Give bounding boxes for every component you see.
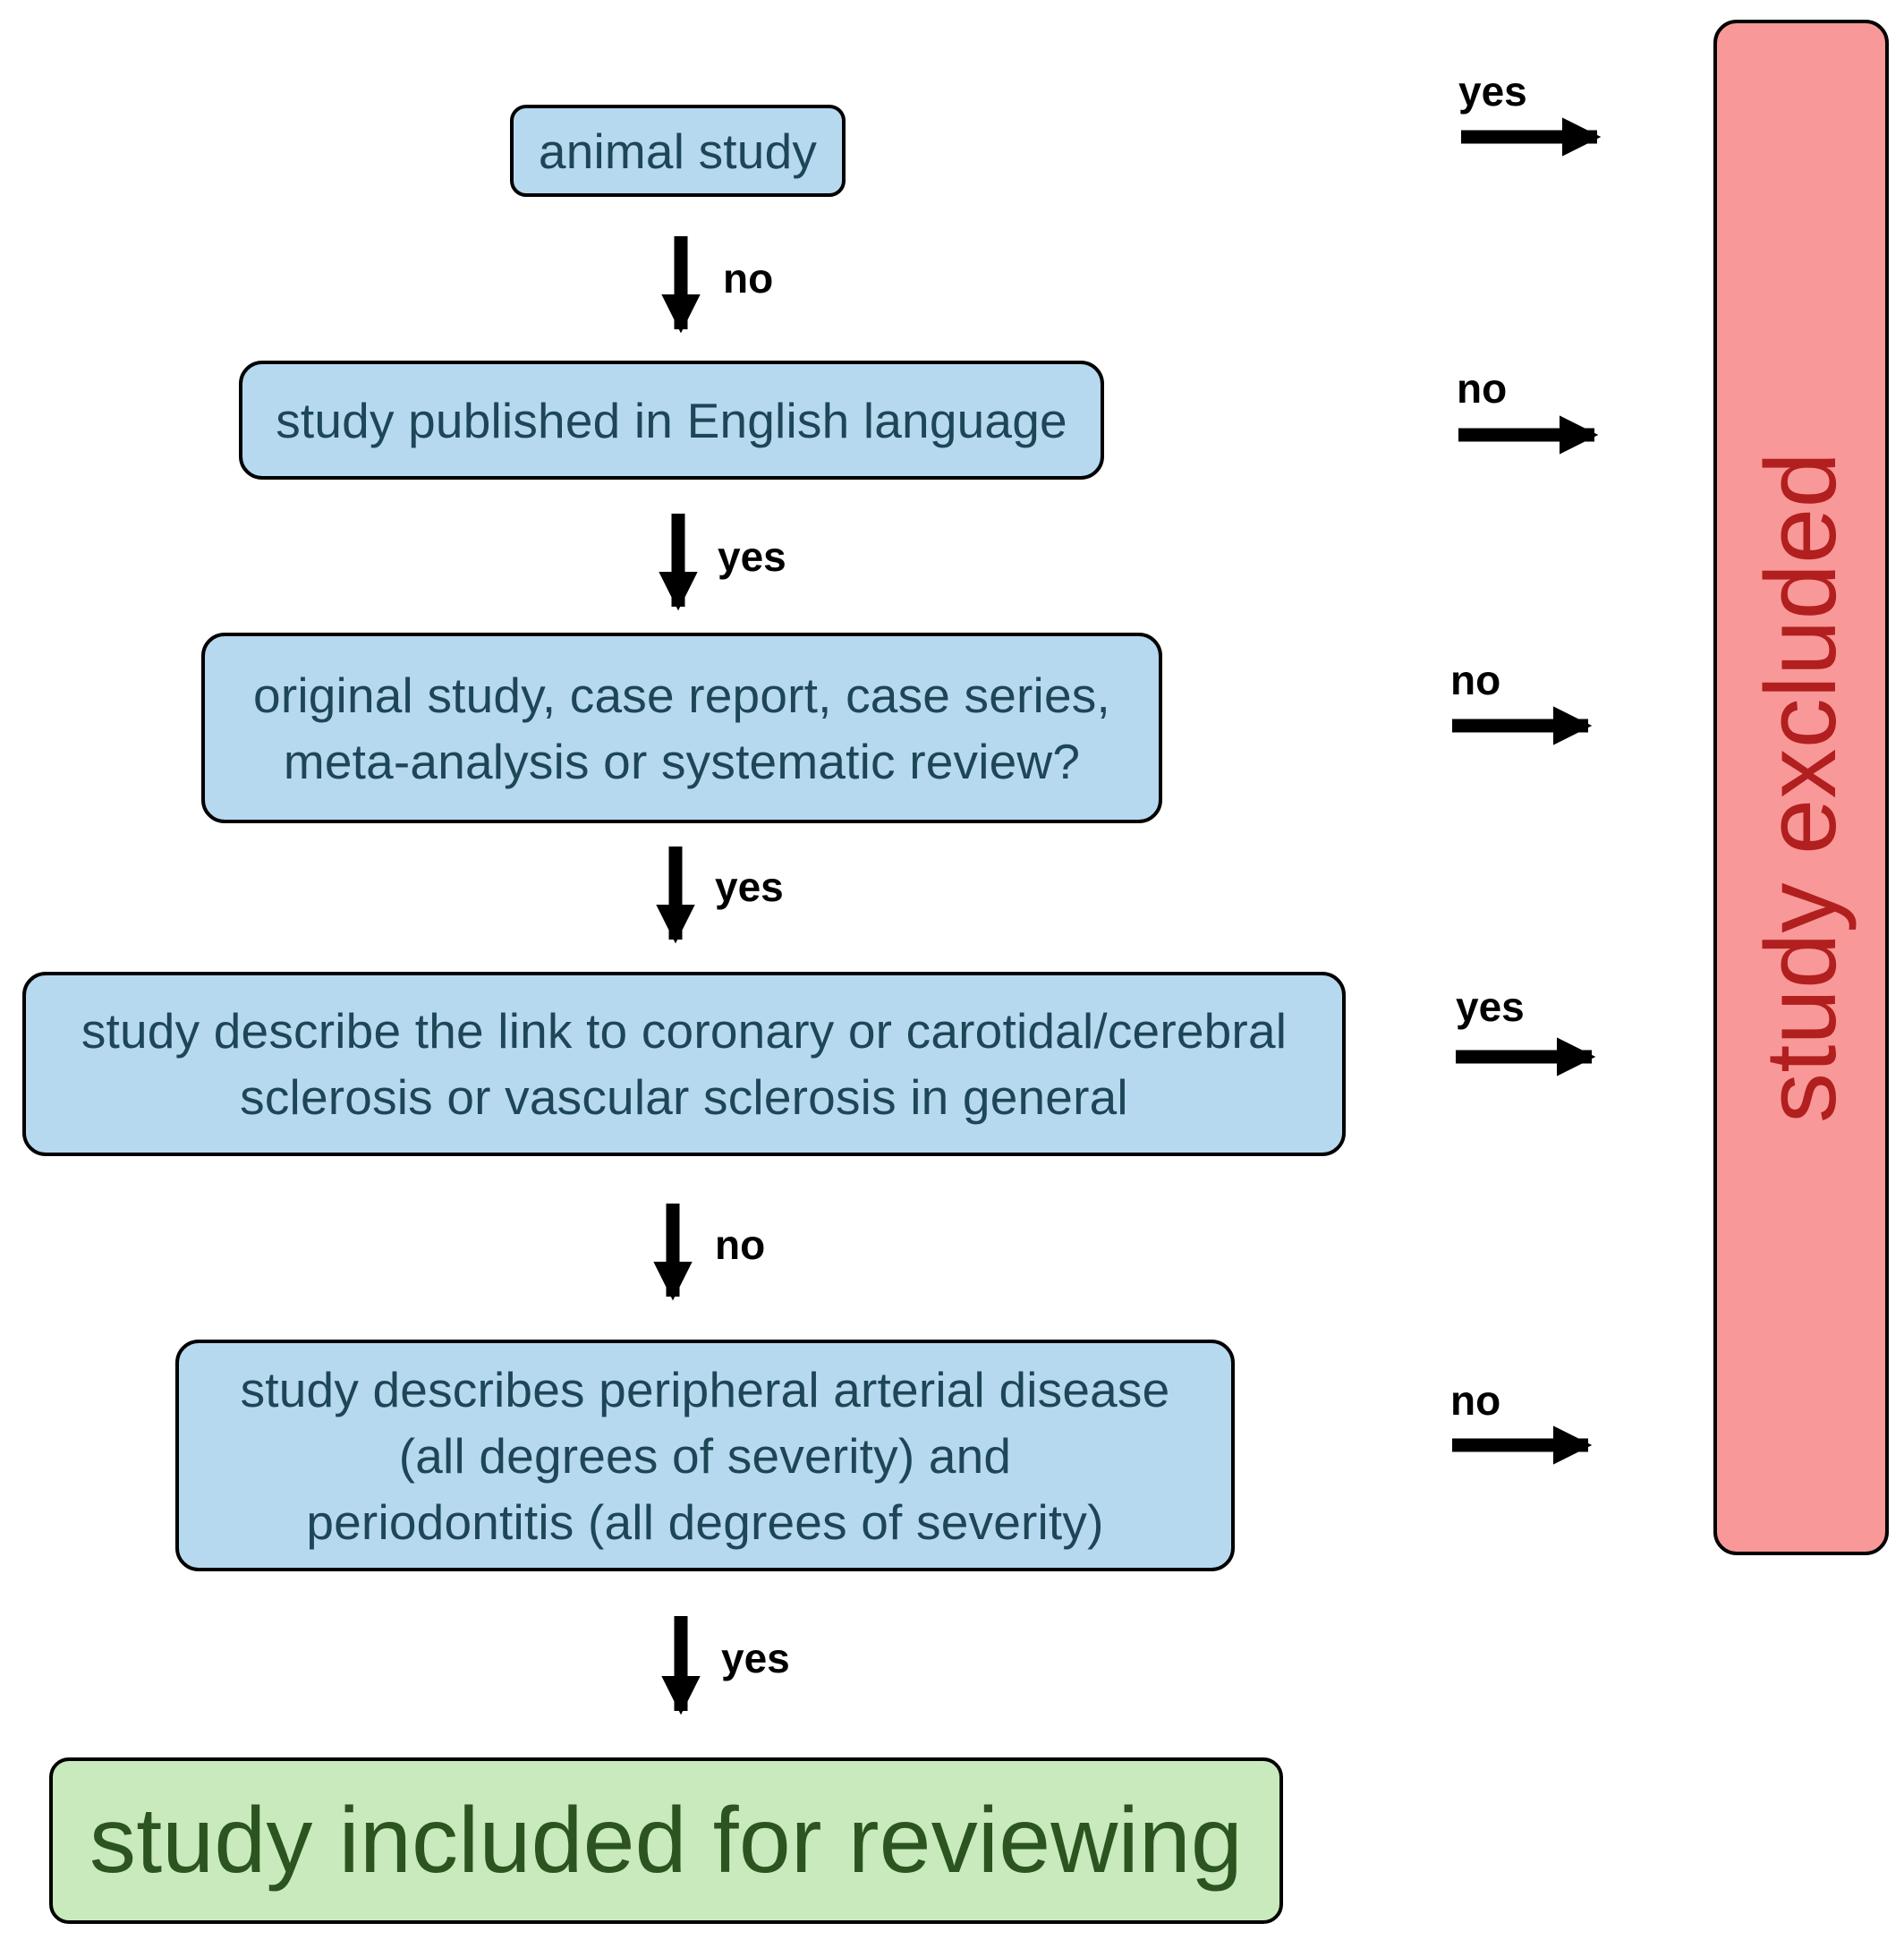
down-label-1: no	[723, 255, 774, 302]
down-label-4: no	[715, 1221, 766, 1268]
down-label-5: yes	[721, 1635, 790, 1681]
pad-periodontitis-line-2: (all degrees of severity) and	[398, 1427, 1012, 1484]
study-type-line-2: meta-analysis or systematic review?	[283, 733, 1081, 789]
down-label-3: yes	[715, 864, 784, 910]
pad-periodontitis-box: study describes peripheral arterial dise…	[175, 1340, 1235, 1571]
study-excluded-box: study excluded	[1713, 20, 1889, 1555]
english-language-box: study published in English language	[239, 361, 1104, 480]
study-included-text: study included for reviewing	[89, 1789, 1243, 1893]
right-label-4: yes	[1456, 983, 1525, 1030]
study-excluded-text: study excluded	[1745, 452, 1857, 1123]
pad-periodontitis-line-3: periodontitis (all degrees of severity)	[306, 1493, 1104, 1550]
sclerosis-link-line-2: sclerosis or vascular sclerosis in gener…	[240, 1069, 1128, 1125]
english-language-text: study published in English language	[276, 392, 1067, 448]
right-label-3: no	[1450, 657, 1501, 703]
right-label-1: yes	[1458, 68, 1527, 115]
sclerosis-link-line-1: study describe the link to coronary or c…	[81, 1003, 1288, 1059]
animal-study-text: animal study	[538, 123, 818, 179]
right-label-5: no	[1450, 1377, 1501, 1424]
study-type-box: original study, case report, case series…	[201, 633, 1162, 823]
animal-study-box: animal study	[510, 105, 846, 197]
down-label-2: yes	[718, 533, 786, 580]
pad-periodontitis-line-1: study describes peripheral arterial dise…	[240, 1361, 1170, 1417]
sclerosis-link-box: study describe the link to coronary or c…	[22, 972, 1346, 1156]
study-included-box: study included for reviewing	[49, 1757, 1283, 1924]
study-type-line-1: original study, case report, case series…	[253, 667, 1110, 723]
right-label-2: no	[1457, 365, 1508, 412]
